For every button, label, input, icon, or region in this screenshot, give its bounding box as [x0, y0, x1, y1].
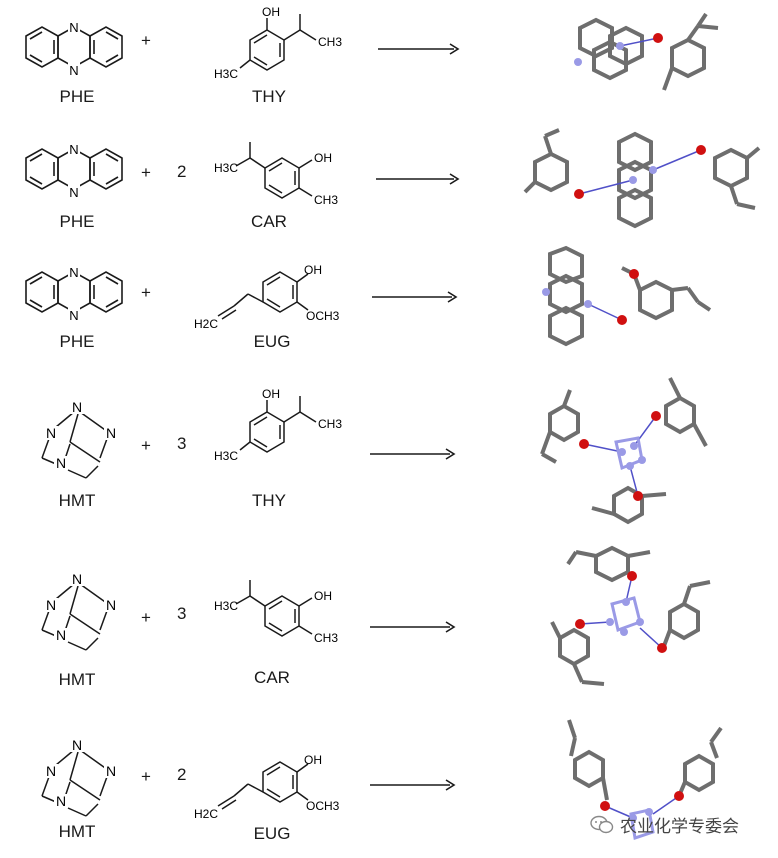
svg-text:OH: OH [262, 387, 280, 401]
hexamine-structure: N N N N [41, 399, 118, 479]
reaction-arrow [370, 779, 456, 791]
reactant-b-label: EUG [253, 824, 291, 843]
plus-sign: + [141, 436, 151, 455]
svg-text:OH: OH [314, 151, 332, 165]
reactant-a-label: PHE [59, 212, 95, 231]
svg-text:N: N [106, 425, 116, 441]
carvacrol-structure: H3C OH CH3 [214, 142, 338, 207]
watermark-text: 农业化学专委会 [620, 817, 739, 836]
thymol-structure: OH CH3 H3C [214, 387, 342, 463]
svg-text:CH3: CH3 [318, 35, 342, 49]
phenazine-structure: N N [25, 142, 123, 200]
reactant-a-label: PHE [59, 87, 95, 106]
stoichiometric-coefficient: 2 [177, 162, 187, 181]
reactant-a-label: PHE [59, 332, 95, 351]
crystal-structure-hmt-thy [540, 377, 708, 525]
reactant-a-label: HMT [58, 822, 96, 841]
plus-sign: + [141, 608, 151, 627]
svg-text:CH3: CH3 [314, 193, 338, 207]
svg-text:N: N [72, 571, 82, 587]
svg-text:OH: OH [262, 5, 280, 19]
reaction-arrow [378, 43, 460, 55]
svg-text:H2C: H2C [194, 317, 218, 331]
phenazine-structure: N N [25, 20, 123, 78]
svg-text:N: N [56, 627, 66, 643]
svg-text:H3C: H3C [214, 599, 238, 613]
plus-sign: + [141, 767, 151, 786]
svg-text:H3C: H3C [214, 161, 238, 175]
svg-text:N: N [69, 142, 78, 157]
wechat-icon [590, 815, 614, 833]
svg-text:OH: OH [304, 263, 322, 277]
reaction-arrow [370, 448, 456, 460]
reaction-row-5: N N N N HMT + 3 H3C OH CH3 CAR [0, 540, 778, 700]
reaction-row-6: N N N N HMT + 2 OH OCH3 H2C EUG [0, 710, 778, 858]
svg-text:N: N [69, 308, 78, 323]
svg-text:N: N [69, 265, 78, 280]
svg-text:N: N [46, 763, 56, 779]
plus-sign: + [141, 283, 151, 302]
carvacrol-structure: H3C OH CH3 [214, 580, 338, 645]
svg-text:OH: OH [314, 589, 332, 603]
stoichiometric-coefficient: 3 [177, 604, 187, 623]
svg-text:N: N [46, 425, 56, 441]
thymol-structure: OH CH3 H3C [214, 5, 342, 81]
reactant-a-label: HMT [58, 491, 96, 510]
svg-text:OH: OH [304, 753, 322, 767]
svg-text:N: N [46, 597, 56, 613]
svg-text:N: N [69, 185, 78, 200]
crystal-structure-phe-car [523, 128, 761, 229]
reaction-arrow [372, 291, 458, 303]
svg-text:OCH3: OCH3 [306, 309, 340, 323]
svg-text:OCH3: OCH3 [306, 799, 340, 813]
reactant-b-label: CAR [254, 668, 290, 687]
reactant-b-label: EUG [253, 332, 291, 351]
svg-text:N: N [69, 63, 78, 78]
svg-text:N: N [106, 763, 116, 779]
eugenol-structure: OH OCH3 H2C [194, 263, 340, 331]
crystal-structure-hmt-eug [567, 719, 723, 840]
reactant-b-label: THY [252, 491, 286, 510]
svg-text:N: N [56, 793, 66, 809]
reaction-arrow [376, 173, 460, 185]
eugenol-structure: OH OCH3 H2C [194, 753, 340, 821]
reactant-b-label: THY [252, 87, 286, 106]
svg-text:N: N [72, 399, 82, 415]
reaction-row-4: N N N N HMT + 3 OH CH3 H3C THY [0, 370, 778, 530]
phenazine-structure: N N [25, 265, 123, 323]
reaction-row-3: N N PHE + OH OCH3 H2C EUG [0, 240, 778, 370]
svg-text:N: N [72, 737, 82, 753]
svg-text:N: N [69, 20, 78, 35]
reaction-arrow [370, 621, 456, 633]
svg-text:N: N [106, 597, 116, 613]
watermark: 农业化学专委会 [590, 812, 739, 837]
stoichiometric-coefficient: 3 [177, 434, 187, 453]
svg-text:H3C: H3C [214, 67, 238, 81]
plus-sign: + [141, 163, 151, 182]
svg-text:H2C: H2C [194, 807, 218, 821]
hexamine-structure: N N N N [41, 571, 118, 651]
crystal-structure-hmt-car [550, 545, 711, 686]
crystal-structure-phe-eug [542, 245, 712, 347]
svg-text:H3C: H3C [214, 449, 238, 463]
svg-text:CH3: CH3 [314, 631, 338, 645]
svg-text:CH3: CH3 [318, 417, 342, 431]
svg-text:N: N [56, 455, 66, 471]
stoichiometric-coefficient: 2 [177, 765, 187, 784]
hexamine-structure: N N N N [41, 737, 118, 817]
crystal-structure-phe-thy [574, 12, 719, 91]
plus-sign: + [141, 31, 151, 50]
reactant-b-label: CAR [251, 212, 287, 231]
reactant-a-label: HMT [58, 670, 96, 689]
reaction-row-1: N N PHE + OH CH3 H3C THY [0, 0, 778, 120]
reaction-row-2: N N PHE + 2 H3C OH CH3 CAR [0, 120, 778, 240]
